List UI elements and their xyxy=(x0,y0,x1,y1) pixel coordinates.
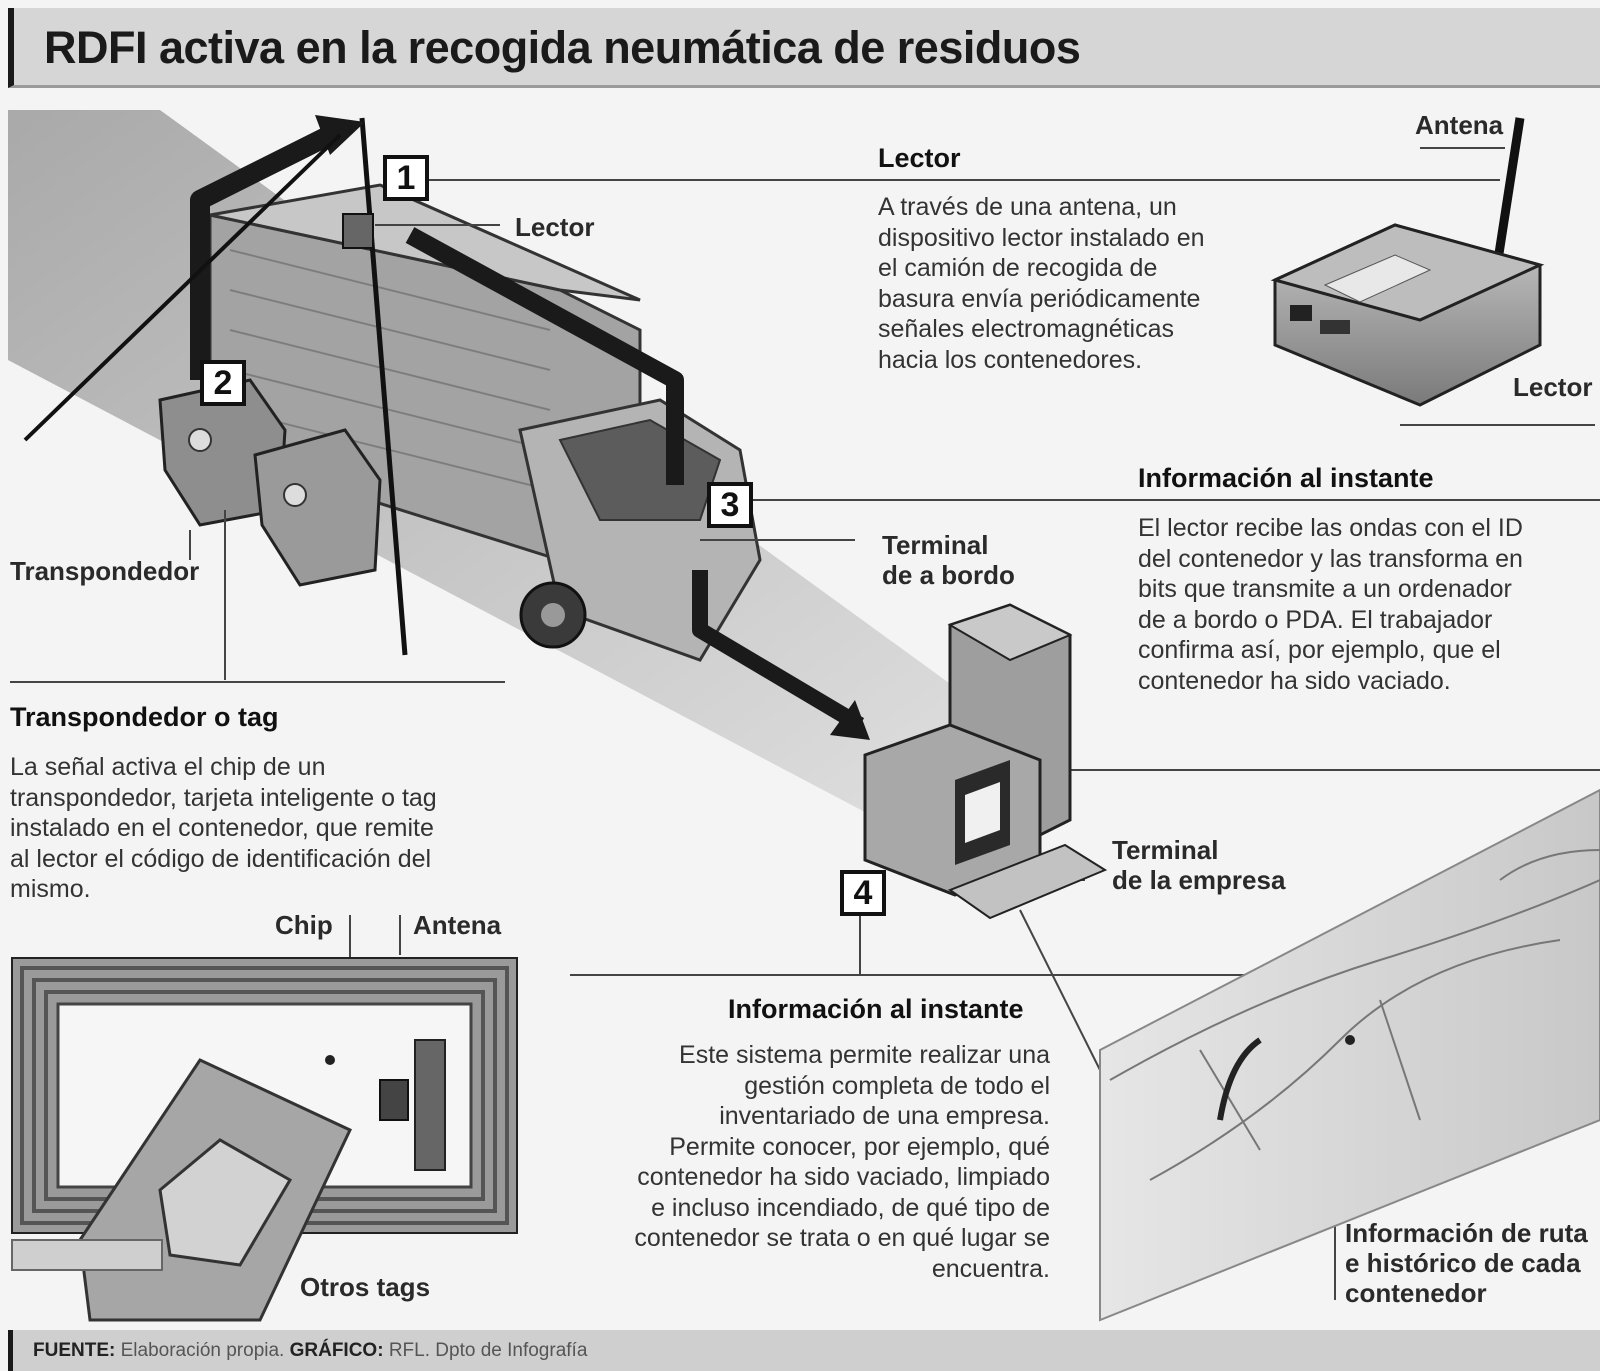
page-title: RDFI activa en la recogida neumática de … xyxy=(44,22,1081,73)
info-right-heading: Información al instante xyxy=(1138,463,1434,493)
step-3-badge: 3 xyxy=(707,482,753,528)
rfid-tag-illustration xyxy=(11,957,518,1322)
grafico-label: GRÁFICO: xyxy=(289,1340,384,1361)
lector-truck-label: Lector xyxy=(515,212,595,242)
footer-credits: FUENTE: Elaboración propia. GRÁFICO: RFL… xyxy=(33,1340,587,1362)
fuente-value: Elaboración propia. xyxy=(120,1340,285,1361)
lector-text: A través de una antena, un dispositivo l… xyxy=(878,193,1205,374)
reader-device-illustration xyxy=(1270,117,1545,407)
antena-tag-label: Antena xyxy=(413,910,502,940)
transpondedor-label: Transpondedor xyxy=(10,556,200,586)
containers-illustration xyxy=(158,378,382,587)
transpondedor-heading: Transpondedor o tag xyxy=(10,702,279,732)
lector-heading: Lector xyxy=(878,143,961,173)
lector-device-label: Lector xyxy=(1513,372,1593,402)
title-bar: RDFI activa en la recogida neumática de … xyxy=(8,8,1600,88)
chip-label: Chip xyxy=(275,910,333,940)
transpondedor-text: La señal activa el chip de un transponde… xyxy=(10,753,437,903)
antena-device-label: Antena xyxy=(1415,110,1504,140)
info-bottom-text: Este sistema permite realizar una gestió… xyxy=(634,1041,1050,1283)
footer-bar: FUENTE: Elaboración propia. GRÁFICO: RFL… xyxy=(8,1330,1600,1371)
terminal-empresa-label-2: de la empresa xyxy=(1112,865,1286,895)
step-2-badge: 2 xyxy=(200,360,246,406)
info-right-text: El lector recibe las ondas con el ID del… xyxy=(1138,514,1523,695)
terminal-bordo-label-2: de a bordo xyxy=(882,560,1015,590)
route-map-illustration xyxy=(1099,788,1600,1322)
fuente-label: FUENTE: xyxy=(33,1340,116,1361)
ruta-label-2: e histórico de cada xyxy=(1345,1248,1581,1278)
grafico-value: RFL. Dpto de Infografía xyxy=(388,1340,588,1361)
terminal-bordo-label-1: Terminal xyxy=(882,530,989,560)
step-4-badge: 4 xyxy=(840,870,886,916)
info-bottom-heading: Información al instante xyxy=(728,994,1024,1024)
ruta-label-3: contenedor xyxy=(1345,1278,1487,1308)
computer-illustration xyxy=(863,603,1108,920)
step-1-badge: 1 xyxy=(383,155,429,201)
terminal-empresa-label-1: Terminal xyxy=(1112,835,1219,865)
ruta-label-1: Información de ruta xyxy=(1345,1218,1588,1248)
otros-tags-label: Otros tags xyxy=(300,1272,431,1302)
